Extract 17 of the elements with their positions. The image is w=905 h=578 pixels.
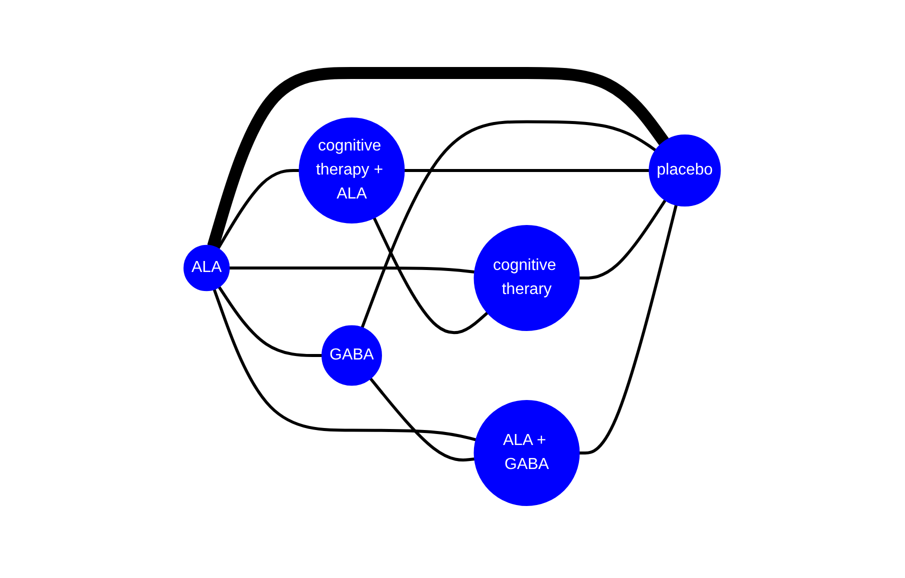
connector — [213, 288, 477, 441]
connector — [217, 168, 300, 250]
node-circle: ALA — [184, 244, 230, 291]
connector — [230, 266, 476, 274]
node-circle: cognitive therapy + ALA — [299, 117, 406, 224]
connector — [361, 120, 657, 328]
connector — [580, 199, 667, 280]
node-circle: GABA — [322, 325, 382, 386]
connector — [370, 377, 476, 462]
node-circle: ALA + GABA — [474, 400, 580, 506]
node-circle: cognitive therary — [474, 224, 580, 331]
connector — [208, 66, 670, 248]
connector — [580, 204, 678, 454]
connector — [373, 217, 489, 334]
connector — [218, 286, 322, 357]
node-circle: placebo — [649, 134, 722, 206]
connector — [404, 168, 650, 172]
